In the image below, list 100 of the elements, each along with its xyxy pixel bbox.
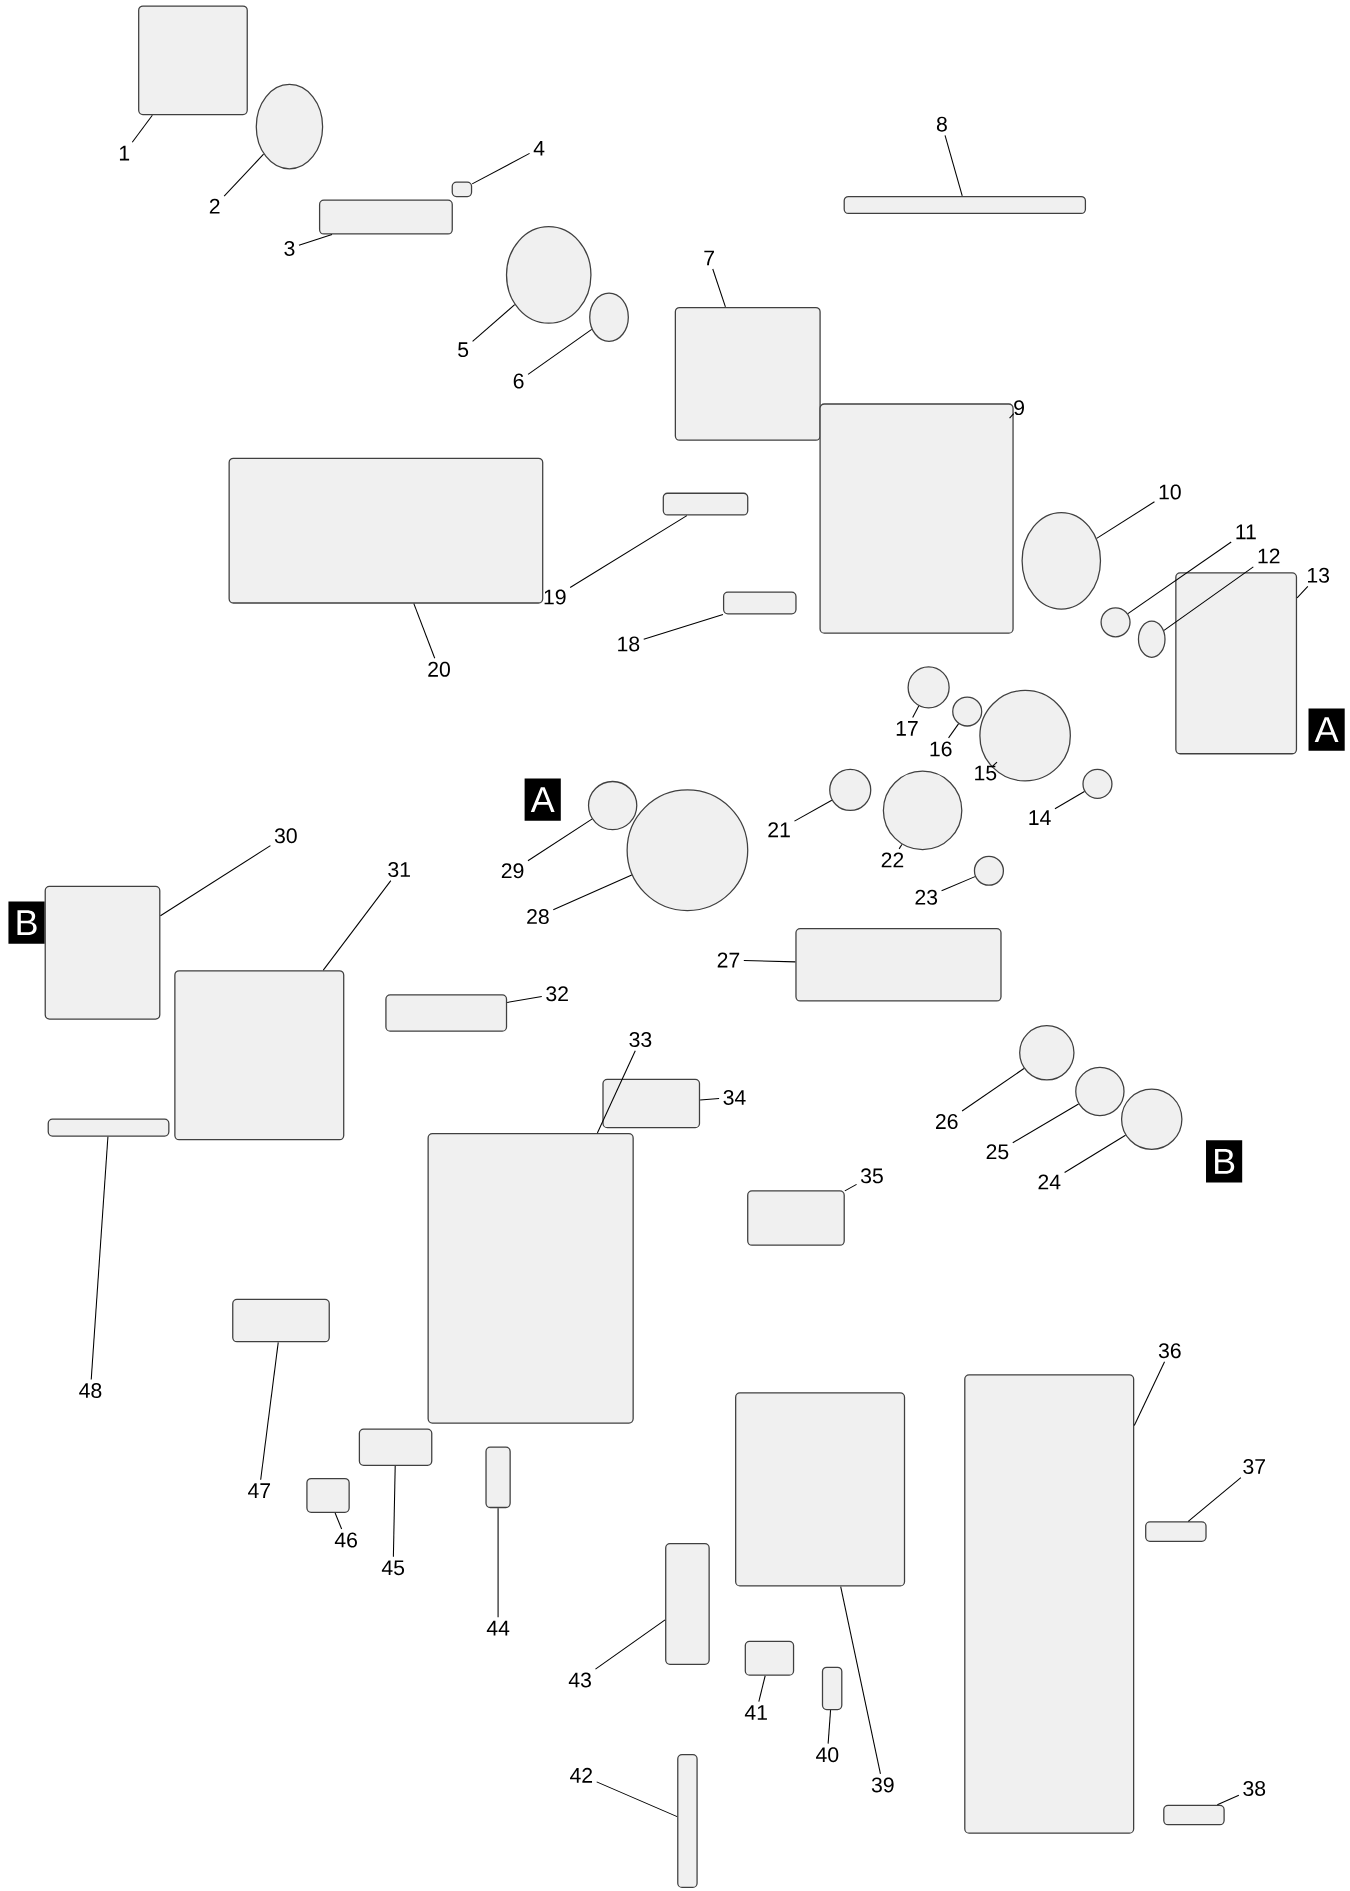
- leader-line: [941, 876, 976, 892]
- leader-line: [1163, 566, 1255, 631]
- callout-number: 45: [382, 1560, 405, 1576]
- callout-number: 32: [546, 986, 569, 1002]
- leader-line: [1009, 413, 1015, 419]
- part-drawing: [1145, 1521, 1207, 1542]
- part-drawing: [829, 768, 872, 812]
- callout-number: 2: [210, 198, 220, 214]
- leader-line: [758, 1675, 766, 1703]
- part-drawing: [427, 1133, 635, 1424]
- part-drawing: [588, 780, 638, 831]
- leader-line: [712, 268, 727, 308]
- callout-number: 24: [1038, 1174, 1061, 1190]
- callout-number: 12: [1258, 548, 1280, 564]
- part-drawing: [1021, 511, 1102, 610]
- callout-number: 41: [745, 1705, 768, 1720]
- leader-line: [553, 874, 633, 911]
- leader-line: [961, 1068, 1025, 1112]
- leader-line: [393, 1465, 396, 1558]
- part-drawing: [907, 666, 950, 709]
- part-drawing: [255, 83, 324, 170]
- callout-number: 43: [569, 1672, 592, 1688]
- part-drawing: [662, 492, 749, 516]
- callout-number: 3: [284, 240, 295, 256]
- leader-line: [1054, 791, 1086, 810]
- leader-line: [948, 723, 960, 739]
- part-drawing: [819, 403, 1014, 634]
- part-drawing: [974, 855, 1005, 886]
- callout-number: 48: [79, 1383, 102, 1398]
- callout-number: 46: [335, 1532, 358, 1548]
- callout-number: 7: [704, 250, 715, 266]
- callout-number: 19: [544, 589, 566, 605]
- leader-line: [1064, 1134, 1127, 1173]
- part-drawing: [1121, 1088, 1183, 1150]
- leader-line: [569, 515, 688, 588]
- part-drawing: [952, 696, 983, 727]
- leader-line: [260, 1341, 279, 1481]
- callout-number: 39: [872, 1777, 894, 1793]
- part-drawing: [747, 1190, 846, 1246]
- part-drawing: [1138, 620, 1166, 658]
- leader-line: [1187, 1477, 1242, 1522]
- leader-line: [90, 1136, 109, 1380]
- part-drawing: [47, 1118, 170, 1137]
- part-drawing: [174, 970, 345, 1141]
- callout-number: 20: [428, 661, 451, 677]
- leader-line: [471, 152, 531, 185]
- part-drawing: [319, 199, 454, 235]
- callout-number: 31: [388, 862, 411, 877]
- leader-line: [1296, 585, 1309, 599]
- part-drawing: [883, 770, 963, 851]
- callout-number: 36: [1159, 1343, 1181, 1359]
- leader-line: [1012, 1103, 1080, 1144]
- callout-number: 29: [502, 863, 524, 879]
- callout-number: 40: [816, 1747, 839, 1763]
- callout-number: 18: [618, 636, 640, 652]
- callout-number: 13: [1308, 567, 1330, 583]
- leader-line: [1096, 501, 1156, 539]
- callout-number: 25: [986, 1144, 1009, 1160]
- leader-line: [844, 1183, 858, 1192]
- leader-line: [1127, 541, 1232, 615]
- part-drawing: [1100, 607, 1131, 638]
- part-drawing: [665, 1543, 711, 1665]
- leader-line: [743, 959, 797, 963]
- callout-number: 28: [527, 909, 549, 925]
- part-drawing: [843, 195, 1087, 215]
- callout-number: 5: [458, 342, 469, 358]
- callout-number: 27: [717, 952, 740, 968]
- leader-line: [643, 613, 724, 640]
- leader-line: [413, 603, 436, 659]
- callout-number: 14: [1029, 810, 1051, 825]
- part-drawing: [44, 885, 161, 1020]
- callout-number: 16: [930, 741, 952, 757]
- callout-number: 17: [897, 721, 918, 736]
- part-drawing: [589, 292, 630, 342]
- leader-line: [506, 995, 543, 1003]
- part-drawing: [485, 1446, 512, 1509]
- part-drawing: [228, 457, 544, 604]
- part-drawing: [232, 1298, 331, 1343]
- leader-line: [1134, 1361, 1166, 1426]
- leader-line: [595, 1619, 666, 1670]
- leader-line: [944, 134, 963, 197]
- leader-line: [840, 1586, 882, 1775]
- part-drawing: [138, 5, 249, 116]
- leader-line: [160, 845, 272, 917]
- callout-number: 42: [570, 1767, 593, 1783]
- leader-line: [596, 1781, 678, 1818]
- callout-number: 10: [1159, 484, 1182, 500]
- leader-line: [298, 234, 333, 246]
- part-drawing: [1163, 1804, 1225, 1826]
- callout-number: 30: [275, 828, 298, 844]
- part-drawing: [744, 1640, 795, 1676]
- leader-line: [794, 799, 833, 822]
- leader-line: [991, 761, 998, 768]
- part-drawing: [1082, 768, 1113, 799]
- part-drawing: [306, 1477, 351, 1513]
- part-drawing: [626, 789, 749, 912]
- leader-line: [497, 1507, 499, 1618]
- leader-line: [597, 1050, 637, 1134]
- part-drawing: [1175, 572, 1298, 755]
- leader-line: [323, 880, 392, 971]
